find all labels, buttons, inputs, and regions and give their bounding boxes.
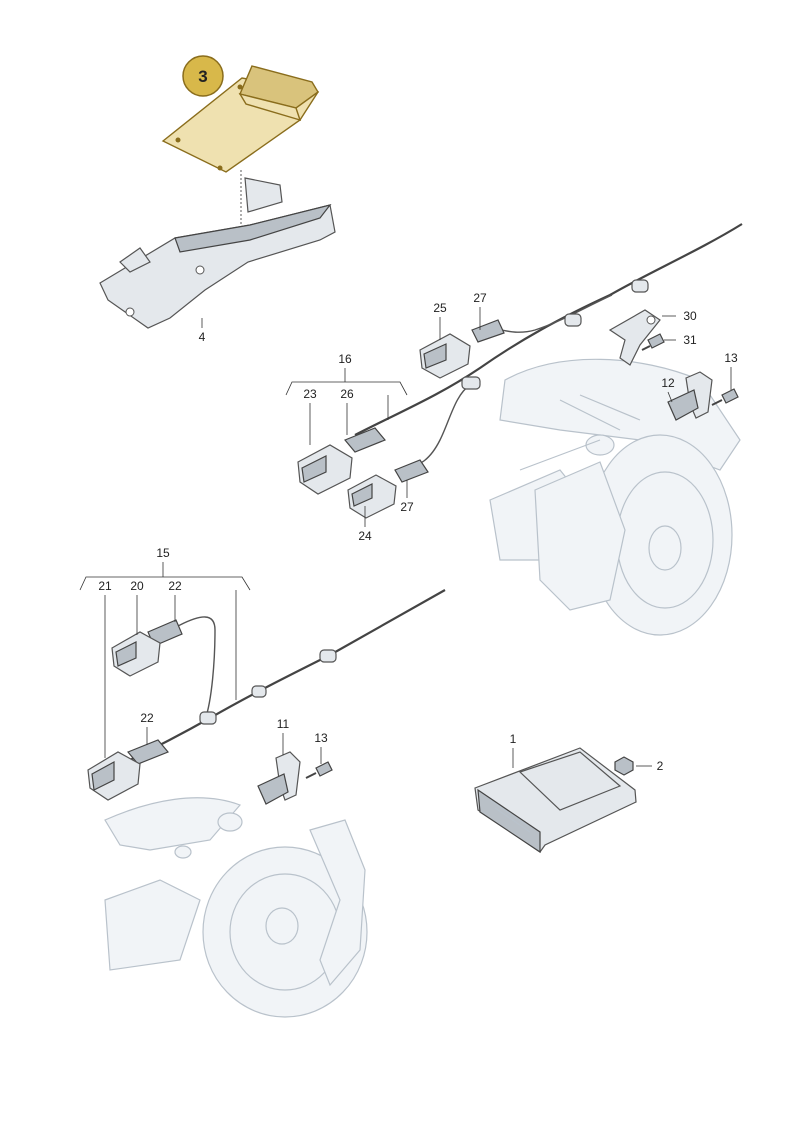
- part-3-control-unit[interactable]: [161, 65, 320, 173]
- connector-25[interactable]: [419, 333, 471, 379]
- callout-22-upper: 22: [168, 579, 182, 593]
- callout-1: 1: [510, 732, 517, 746]
- connector-21[interactable]: [87, 751, 141, 801]
- front-wheel-assembly: [489, 358, 741, 636]
- connector-24[interactable]: [347, 474, 397, 519]
- connector-20[interactable]: [111, 631, 161, 677]
- callout-26: 26: [340, 387, 354, 401]
- callout-27-upper: 27: [473, 291, 487, 305]
- callout-12: 12: [661, 376, 675, 390]
- callout-16: 16: [338, 352, 352, 366]
- callout-27-lower: 27: [400, 500, 414, 514]
- rear-wheel-assembly: [104, 797, 368, 1018]
- callout-30: 30: [683, 309, 697, 323]
- part-2-nut[interactable]: [614, 756, 634, 776]
- callout-23: 23: [303, 387, 317, 401]
- callout-13-lower: 13: [314, 731, 328, 745]
- callout-21: 21: [98, 579, 112, 593]
- callout-24: 24: [358, 529, 372, 543]
- part-12-sensor[interactable]: [667, 371, 713, 421]
- callout-11: 11: [277, 717, 290, 731]
- part-1-control-module[interactable]: [474, 747, 637, 854]
- callout-3-badge: 3: [182, 55, 224, 97]
- part-4-bracket[interactable]: [99, 177, 336, 329]
- callout-31: 31: [683, 333, 697, 347]
- callout-15: 15: [156, 546, 170, 560]
- part-15-harness[interactable]: [127, 589, 446, 765]
- part-31-bolt[interactable]: [641, 333, 665, 351]
- callout-25: 25: [433, 301, 447, 315]
- callout-3-label: 3: [198, 67, 207, 86]
- callout-2: 2: [657, 759, 664, 773]
- part-16-harness[interactable]: [344, 223, 743, 483]
- part-11-sensor[interactable]: [257, 751, 301, 805]
- connector-23[interactable]: [297, 444, 353, 495]
- callout-13-upper: 13: [724, 351, 738, 365]
- part-13-bolt-upper[interactable]: [711, 388, 739, 406]
- part-30-bracket[interactable]: [608, 309, 661, 366]
- part-13-bolt-lower[interactable]: [305, 761, 333, 779]
- callout-20: 20: [130, 579, 144, 593]
- callout-22-lower: 22: [140, 711, 154, 725]
- callout-4: 4: [199, 330, 206, 344]
